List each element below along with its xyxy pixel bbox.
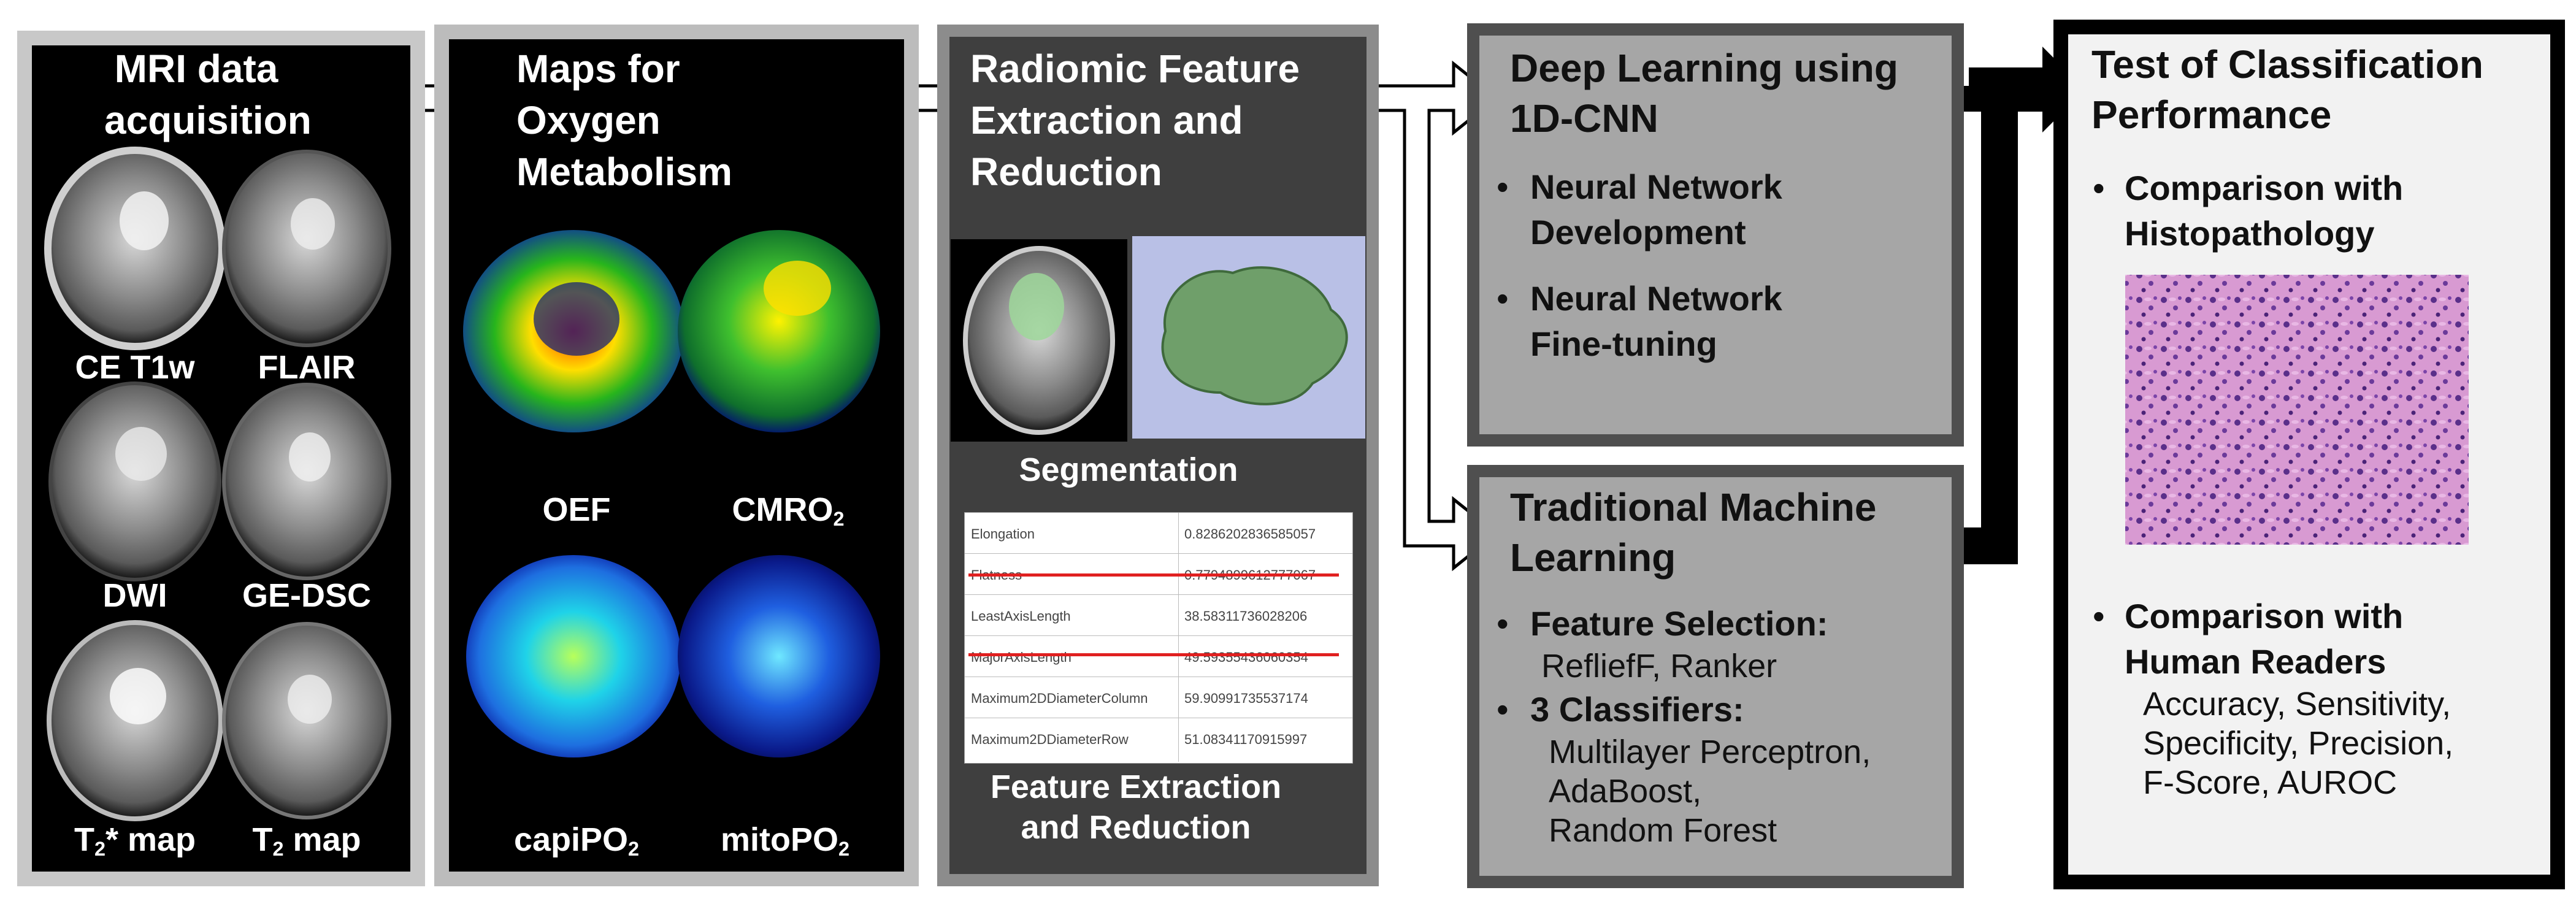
deep-title-line1: Deep Learning using xyxy=(1510,46,1898,90)
strike-line xyxy=(968,653,1339,656)
radiomic-title-line3: Reduction xyxy=(970,150,1162,194)
mri-title-line2: acquisition xyxy=(104,98,312,142)
traditional-title: Traditional Machine Learning xyxy=(1510,482,1876,583)
traditional-title-line1: Traditional Machine xyxy=(1510,485,1877,529)
oxygen-title-line1: Maps for xyxy=(516,47,680,91)
panel-traditional-ml xyxy=(1467,465,1964,888)
mri-title: MRI data acquisition xyxy=(104,43,312,146)
mri-title-line1: MRI data xyxy=(114,47,278,91)
segmented-tumor-shape xyxy=(1161,266,1348,405)
label-ge-dsc: GE-DSC xyxy=(242,577,371,614)
radiomic-title-line1: Radiomic Feature xyxy=(970,47,1300,91)
traditional-title-line2: Learning xyxy=(1510,535,1676,580)
label-flair: FLAIR xyxy=(258,349,356,386)
mri-image-dwi xyxy=(48,381,221,581)
oxygen-title: Maps for Oxygen Metabolism xyxy=(516,43,732,197)
test-bullet-2: • Comparison with Human Readers Accuracy… xyxy=(2093,597,2454,801)
traditional-bullet-1: • Feature Selection: RefliefF, Ranker xyxy=(1497,604,1828,684)
deep-title: Deep Learning using 1D-CNN xyxy=(1510,43,1898,144)
strike-line xyxy=(968,573,1339,577)
mitopo2-map xyxy=(678,555,880,757)
arrow-merge-to-test xyxy=(1944,47,2085,564)
panel-deep-learning xyxy=(1467,23,1964,447)
label-ce-t1w: CE T1w xyxy=(75,349,195,386)
label-capipo2: capiPO2 xyxy=(513,821,640,861)
radiomic-title-line2: Extraction and xyxy=(970,98,1243,142)
oxygen-title-line3: Metabolism xyxy=(516,150,733,194)
deep-title-line2: 1D-CNN xyxy=(1510,96,1658,140)
mri-image-ge-dsc xyxy=(222,383,391,580)
label-t2star-map: T2* map xyxy=(74,821,196,861)
label-mitopo2: mitoPO2 xyxy=(720,821,850,861)
label-oef: OEF xyxy=(542,491,611,528)
label-cmro2: CMRO2 xyxy=(732,491,845,531)
test-title: Test of Classification Performance xyxy=(2091,39,2483,140)
traditional-bullet-2: • 3 Classifiers: Multilayer Perceptron, … xyxy=(1497,690,1871,849)
label-dwi: DWI xyxy=(102,577,167,614)
panel-oxygen-maps xyxy=(434,25,919,886)
feature-extraction-caption: Feature Extraction and Reduction xyxy=(990,769,1282,846)
capipo2-map xyxy=(466,555,681,757)
segmentation-label: Segmentation xyxy=(1019,451,1238,488)
radiomic-title: Radiomic Feature Extraction and Reductio… xyxy=(970,43,1300,197)
test-title-line2: Performance xyxy=(2091,93,2332,137)
feature-row: Flatness0.7794899612777067 xyxy=(965,554,1352,595)
test-title-line1: Test of Classification xyxy=(2091,42,2483,86)
label-t2-map: T2 map xyxy=(252,821,361,861)
oxygen-title-line2: Oxygen xyxy=(516,98,661,142)
